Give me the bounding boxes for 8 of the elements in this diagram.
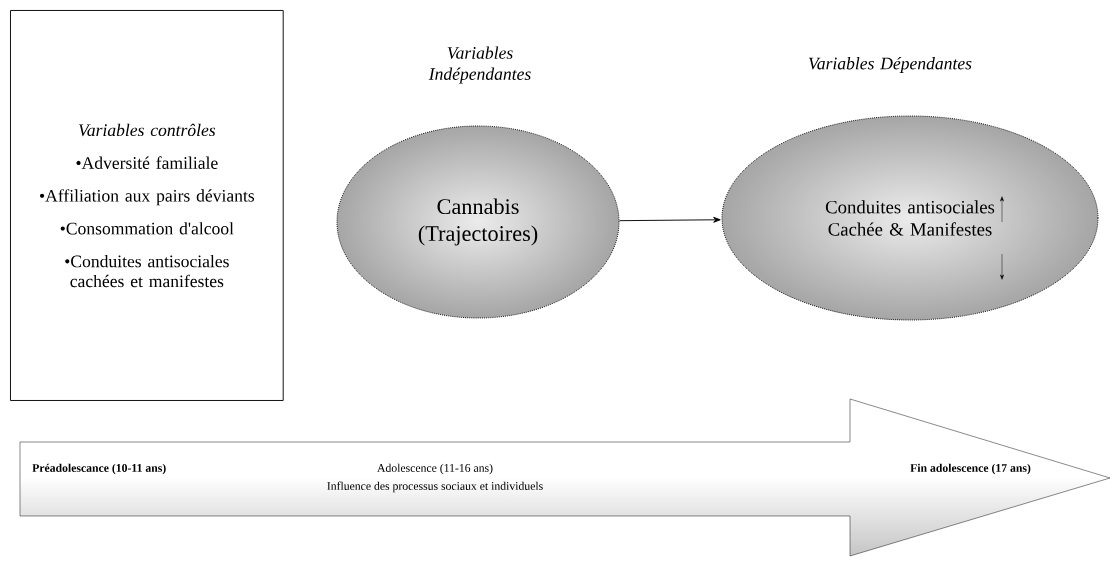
arrow: [619, 216, 721, 223]
variable-heading: Variables Dépendantes: [808, 57, 972, 73]
timeline-label: Fin adolescence (17 ans): [910, 463, 1031, 475]
timeline-label: Adolescence (11-16 ans): [377, 463, 493, 475]
timeline-label: Influence des processus sociaux et individuels: [327, 481, 543, 493]
timeline-label: Préadolescance (10-11 ans): [32, 463, 166, 475]
variable-heading: Variables Indépendantes: [428, 46, 531, 84]
variable-box: Variables contrôles •Adversité familiale •Affiliation aux pairs déviants •Consommation d'alcool •Conduites antisociales cachées et manifestes: [10, 10, 284, 401]
